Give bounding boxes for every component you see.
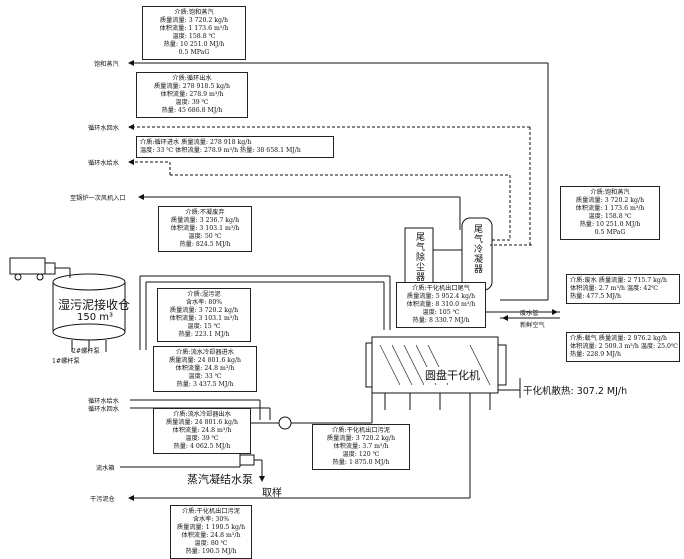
dry-out-line-4: 温度: 80 ℃	[194, 540, 228, 547]
cool-in-line-1: 质量流量: 24 801.6 kg/h	[168, 357, 242, 364]
dry-out-line-3: 体积流量: 24.8 m³/h	[181, 532, 241, 539]
cool-out-info: 介质:流水冷却器出水 质量流量: 24 801.6 kg/h 体积流量: 24.…	[153, 408, 251, 454]
tag-waste-pipe: 废水管	[520, 310, 539, 317]
tag-circ-return-2: 循环水回水	[88, 406, 119, 413]
wet-sludge-line-4: 温度: 15 ℃	[187, 323, 221, 330]
tag-sat-steam: 饱和蒸汽	[94, 61, 119, 68]
waste-water-line-1: 体积流量: 2.7 m³/h 温度: 42℃	[570, 285, 659, 292]
waste-water-info: 介质:废水 质量流量: 2 715.7 kg/h 体积流量: 2.7 m³/h …	[566, 274, 680, 304]
circ-out-info: 介质:循环出水 质量流量: 278 918.5 kg/h 体积流量: 278.9…	[136, 72, 248, 118]
dry-out-line-5: 热量: 190.5 MJ/h	[185, 548, 237, 555]
wet-sludge-line-2: 质量流量: 3 720.2 kg/h	[169, 307, 239, 314]
tail-gas-line-2: 体积流量: 8 310.0 m³/h	[406, 301, 476, 308]
cool-in-line-0: 介质:流水冷却器进水	[176, 349, 234, 356]
tag-boiler-air: 至锅炉一次风机入口	[70, 195, 126, 202]
circ-in-line-1: 温度: 33 ℃ 体积流量: 278.9 m³/h 热量: 38 658.1 M…	[140, 147, 301, 154]
tag-circ-supply-2: 循环水给水	[88, 398, 119, 405]
dryer-sludge-line-2: 体积流量: 3.7 m³/h	[333, 443, 389, 450]
tag-waste-tank: 流水箱	[96, 465, 115, 472]
cool-out-line-3: 温度: 39 ℃	[185, 435, 219, 442]
dry-out-line-0: 介质:干化机出口污泥	[182, 508, 240, 515]
sample-label: 取样	[262, 488, 282, 499]
noncond-line-3: 温度: 50 ℃	[188, 233, 222, 240]
condenser-label: 尾气冷凝器	[472, 224, 482, 274]
cool-out-line-1: 质量流量: 24 801.6 kg/h	[165, 419, 239, 426]
circ-in-info: 介质:循环进水 质量流量: 278 918 kg/h 温度: 33 ℃ 体积流量…	[136, 136, 334, 158]
circ-out-line-4: 热量: 45 686.8 MJ/h	[161, 107, 223, 114]
tail-gas-line-3: 温度: 105 ℃	[422, 309, 460, 316]
tail-gas-line-1: 质量流量: 5 952.4 kg/h	[406, 293, 476, 300]
circ-in-line-0: 介质:循环进水 质量流量: 278 918 kg/h	[140, 139, 252, 146]
dryer-sludge-line-0: 介质:干化机出口污泥	[332, 427, 390, 434]
carrier-gas-line-2: 热量: 228.9 MJ/h	[570, 351, 621, 358]
steam-right-line-3: 温度: 158.8 ℃	[588, 213, 632, 220]
steam-right-line-4: 热量: 10 251.0 MJ/h	[579, 221, 641, 228]
carrier-gas-info: 介质:载气 质量流量: 2 976.2 kg/h 体积流量: 2 509.3 m…	[566, 332, 680, 362]
waste-water-line-2: 热量: 477.5 MJ/h	[570, 293, 621, 300]
steam-main-line-5: 0.5 MPaG	[178, 49, 210, 56]
wet-sludge-line-3: 体积流量: 3 103.1 m³/h	[169, 315, 239, 322]
steam-right-line-1: 质量流量: 3 720.2 kg/h	[575, 197, 645, 204]
cool-in-line-3: 温度: 33 ℃	[188, 373, 222, 380]
steam-right-line-2: 体积流量: 1 173.6 m³/h	[575, 205, 645, 212]
cool-out-line-2: 体积流量: 24.8 m³/h	[172, 427, 232, 434]
dry-out-line-1: 含水率: 30%	[192, 516, 230, 523]
tag-circ-supply: 循环水给水	[88, 160, 119, 167]
dry-out-line-2: 质量流量: 1 190.5 kg/h	[176, 524, 246, 531]
silo-size: 150 m³	[77, 312, 114, 323]
tag-screw-b: 1#螺杆泵	[52, 358, 80, 365]
steam-main-line-1: 质量流量: 3 720.2 kg/h	[159, 17, 229, 24]
dryer-heat-label: 干化机散热: 307.2 MJ/h	[523, 386, 628, 397]
dryer-sludge-line-1: 质量流量: 3 720.2 kg/h	[326, 435, 396, 442]
steam-main-line-3: 温度: 158.8 ℃	[172, 33, 216, 40]
tag-dry-mud: 干污泥仓	[90, 496, 115, 503]
wet-sludge-info: 介质:湿污泥 含水率: 80% 质量流量: 3 720.2 kg/h 体积流量:…	[157, 288, 251, 342]
noncond-line-0: 介质:不凝废弃	[185, 209, 225, 216]
tail-gas-line-0: 介质:干化机出口尾气	[412, 285, 470, 292]
waste-water-line-0: 介质:废水 质量流量: 2 715.7 kg/h	[570, 277, 667, 284]
pump-label: 蒸汽凝结水泵	[187, 473, 253, 486]
cool-out-line-0: 介质:流水冷却器出水	[173, 411, 231, 418]
noncond-info: 介质:不凝废弃 质量流量: 3 236.7 kg/h 体积流量: 3 103.1…	[158, 206, 252, 252]
noncond-line-2: 体积流量: 3 103.1 m³/h	[170, 225, 240, 232]
steam-main-line-0: 介质:饱和蒸汽	[174, 9, 214, 16]
silo-title: 湿污泥接收仓	[58, 298, 131, 312]
wet-sludge-line-5: 热量: 223.1 MJ/h	[178, 331, 230, 338]
dryer-sludge-line-4: 热量: 1 875.0 MJ/h	[332, 459, 390, 466]
steam-right-line-0: 介质:饱和蒸汽	[590, 189, 630, 196]
circ-out-line-1: 质量流量: 278 918.5 kg/h	[153, 83, 231, 90]
cool-in-line-4: 热量: 3 437.5 MJ/h	[176, 381, 234, 388]
dryer-sludge-info: 介质:干化机出口污泥 质量流量: 3 720.2 kg/h 体积流量: 3.7 …	[312, 424, 410, 470]
dust-collector-label: 尾气除尘器	[414, 232, 424, 282]
tag-circ-return: 循环水回水	[88, 125, 119, 132]
carrier-gas-line-0: 介质:载气 质量流量: 2 976.2 kg/h	[570, 335, 667, 342]
steam-main-line-2: 体积流量: 1 173.6 m³/h	[159, 25, 229, 32]
cool-in-line-2: 体积流量: 24.8 m³/h	[175, 365, 235, 372]
steam-right-info: 介质:饱和蒸汽 质量流量: 3 720.2 kg/h 体积流量: 1 173.6…	[560, 186, 660, 240]
steam-right-line-5: 0.5 MPaG	[594, 229, 626, 236]
circ-out-line-0: 介质:循环出水	[172, 75, 212, 82]
circ-out-line-3: 温度: 39 ℃	[175, 99, 209, 106]
tag-fresh-air: 新鲜空气	[520, 322, 545, 329]
wet-sludge-line-0: 介质:湿污泥	[187, 291, 221, 298]
dryer-sludge-line-3: 温度: 120 ℃	[342, 451, 380, 458]
tag-screw-a: 2#螺杆泵	[72, 348, 100, 355]
dry-out-info: 介质:干化机出口污泥 含水率: 30% 质量流量: 1 190.5 kg/h 体…	[170, 505, 252, 559]
steam-main-info: 介质:饱和蒸汽 质量流量: 3 720.2 kg/h 体积流量: 1 173.6…	[142, 6, 246, 60]
cool-out-line-4: 热量: 4 062.5 MJ/h	[173, 443, 231, 450]
circ-out-line-2: 体积流量: 278.9 m³/h	[160, 91, 224, 98]
steam-main-line-4: 热量: 10 251.0 MJ/h	[163, 41, 225, 48]
cool-in-info: 介质:流水冷却器进水 质量流量: 24 801.6 kg/h 体积流量: 24.…	[153, 346, 257, 392]
noncond-line-1: 质量流量: 3 236.7 kg/h	[170, 217, 240, 224]
dryer-label: 圆盘干化机	[425, 367, 480, 383]
tail-gas-info: 介质:干化机出口尾气 质量流量: 5 952.4 kg/h 体积流量: 8 31…	[396, 282, 486, 328]
wet-sludge-line-1: 含水率: 80%	[185, 299, 223, 306]
carrier-gas-line-1: 体积流量: 2 509.3 m³/h 温度: 25.0℃	[570, 343, 678, 350]
tail-gas-line-4: 热量: 8 330.7 MJ/h	[412, 317, 470, 324]
noncond-line-4: 热量: 824.5 MJ/h	[179, 241, 231, 248]
